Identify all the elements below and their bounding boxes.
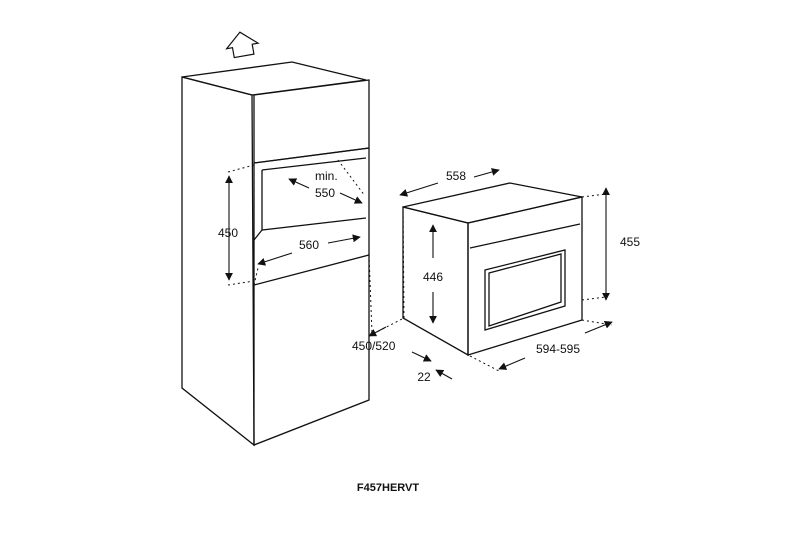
- oven-total-height-label: 455: [620, 235, 640, 249]
- niche-min-height-label: 550: [315, 186, 335, 200]
- panel-depth-label: 22: [417, 370, 431, 384]
- cabinet-drawing: [181, 61, 370, 447]
- model-label: F457HERVT: [357, 482, 419, 494]
- cabinet-guides: [227, 159, 373, 334]
- oven-width-label: 594-595: [536, 342, 580, 356]
- up-arrow-icon: [225, 31, 260, 59]
- oven-dimension-arrows: [368, 168, 613, 380]
- niche-depth-label: 450/520: [352, 339, 396, 353]
- niche-width-label: 560: [299, 238, 319, 252]
- niche-height-label: 450: [218, 226, 238, 240]
- cabinet-dimension-arrows: [225, 175, 363, 281]
- oven-drawing: [402, 182, 583, 357]
- oven-depth-label: 558: [446, 169, 466, 183]
- oven-front-height-label: 446: [423, 270, 443, 284]
- niche-min-label: min.: [315, 169, 338, 183]
